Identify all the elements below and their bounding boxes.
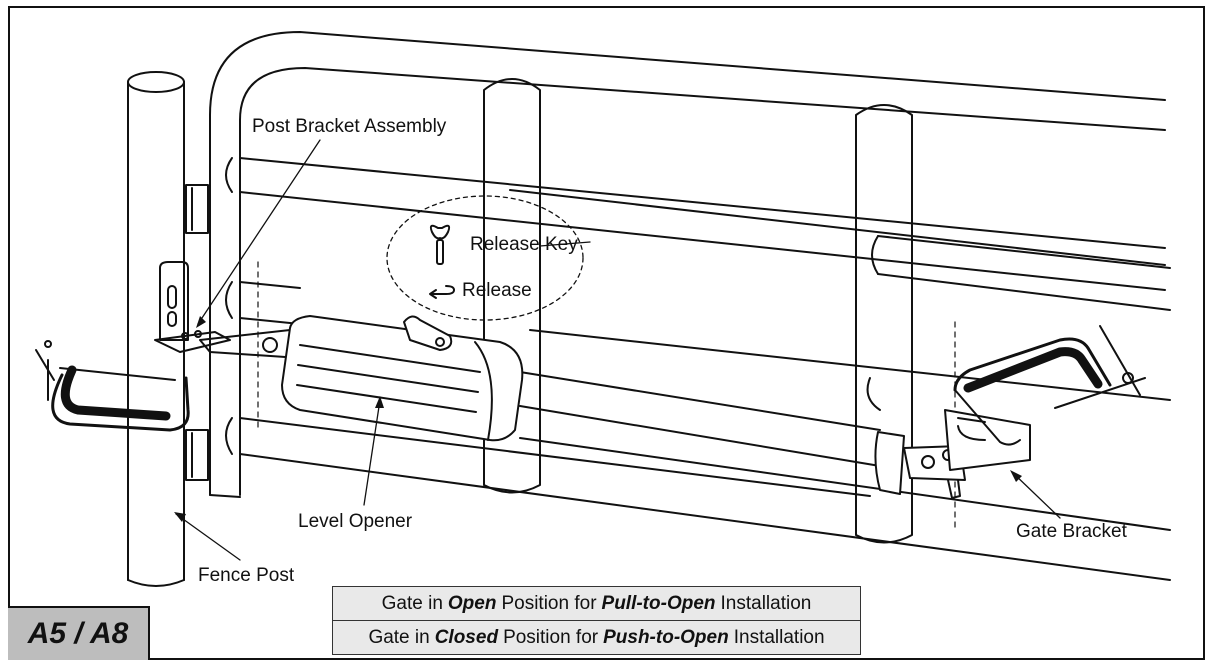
post-bracket — [154, 261, 231, 353]
release-key-label: Release Key — [470, 234, 578, 255]
fence-post-label: Fence Post — [198, 565, 295, 586]
right-c-clamp — [953, 325, 1146, 446]
left-c-clamp — [35, 340, 190, 432]
caption-row-open: Gate in Open Position for Pull-to-Open I… — [333, 587, 860, 620]
model-badge: A5 / A8 — [8, 606, 150, 660]
gate-bracket — [944, 409, 1031, 471]
rotate-arrow-icon — [429, 285, 455, 299]
gate-vertical-bars — [483, 78, 913, 544]
hinges — [185, 184, 209, 481]
release-callout-circle — [386, 195, 584, 321]
caption-prefix: Gate in — [381, 592, 443, 614]
installation-captions: Gate in Open Position for Pull-to-Open I… — [332, 586, 861, 655]
caption-suffix: Installation — [720, 592, 812, 614]
release-key-icon — [429, 224, 451, 265]
model-badge-text: A5 / A8 — [27, 617, 129, 650]
leader-lines — [175, 139, 1061, 561]
opener-housing — [281, 315, 524, 442]
leader-arrowheads — [174, 316, 1022, 522]
gate-bracket-label: Gate Bracket — [1016, 521, 1127, 542]
caption-prefix: Gate in — [368, 626, 430, 648]
release-label: Release — [462, 280, 532, 301]
opener-arm — [199, 329, 881, 467]
caption-suffix: Installation — [733, 626, 825, 648]
caption-middle: Position for — [503, 626, 599, 648]
level-opener-label: Level Opener — [298, 511, 413, 532]
caption-mode: Push-to-Open — [603, 626, 729, 648]
caption-row-closed: Gate in Closed Position for Push-to-Open… — [333, 620, 860, 654]
caption-state: Closed — [434, 626, 499, 648]
gate-rails — [225, 157, 1171, 581]
post-bracket-assembly-label: Post Bracket Assembly — [252, 116, 447, 137]
gate-frame — [209, 31, 1166, 498]
caption-state: Open — [447, 592, 497, 614]
caption-middle: Position for — [501, 592, 597, 614]
caption-mode: Pull-to-Open — [601, 592, 716, 614]
fence-post — [127, 71, 185, 587]
